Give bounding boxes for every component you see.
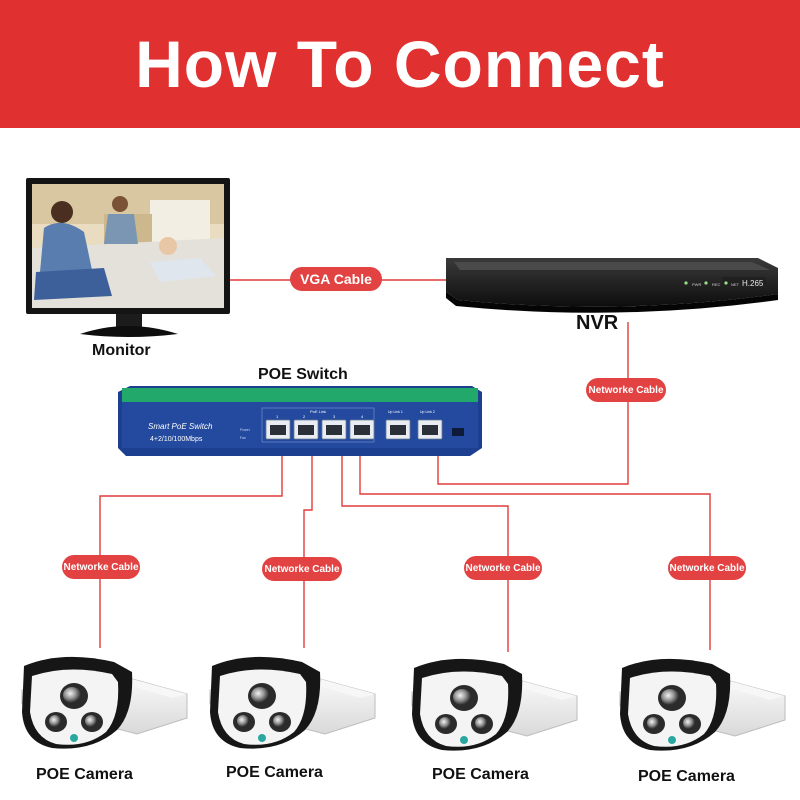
switch-port-number: 3 [333, 414, 336, 419]
camera-4-cable-label: Networke Cable [668, 556, 746, 580]
title-banner: How To Connect [0, 0, 800, 128]
page-title: How To Connect [135, 27, 665, 101]
switch-label: POE Switch [258, 366, 348, 383]
camera-2-label: POE Camera [226, 764, 323, 781]
camera-wire-2 [303, 448, 313, 648]
nvr-led-label: REC [712, 282, 721, 287]
camera-wire-4 [359, 448, 711, 650]
camera-4-icon [619, 658, 786, 752]
switch-status-power: Power [240, 428, 251, 432]
camera-3-label: POE Camera [432, 766, 529, 783]
nvr-led-label: PWR [692, 282, 701, 287]
camera-1-icon [21, 656, 188, 750]
camera-2-cable-label: Networke Cable [262, 557, 342, 581]
vga-cable-label: VGA Cable [290, 267, 382, 291]
nvr-switch-cable-label: Networke Cable [586, 378, 666, 402]
camera-3-cable-label: Networke Cable [464, 556, 542, 580]
switch-port-number: 2 [303, 414, 306, 419]
nvr-switch-wire [437, 322, 629, 485]
switch-port-number: 4 [361, 414, 364, 419]
switch-icon: Smart PoE Switch 4+2/10/100Mbps Power Fa… [118, 386, 482, 456]
switch-poe-link-label: PoE Link [310, 409, 326, 414]
camera-wire-3 [341, 448, 509, 652]
nvr-codec-badge: H.265 [742, 279, 764, 288]
switch-uplink-label: Up Link 1 [388, 410, 403, 414]
nvr-led-pwr [684, 281, 688, 285]
nvr-led-label: NET [731, 282, 740, 287]
nvr-icon: PWR REC NET H.265 [446, 258, 778, 313]
camera-wire-1 [99, 448, 283, 648]
camera-4-label: POE Camera [638, 768, 735, 785]
camera-1-label: POE Camera [36, 766, 133, 783]
camera-3-icon [411, 658, 578, 752]
cable-wires [99, 279, 711, 652]
monitor-icon [26, 178, 230, 337]
switch-brand-line2: 4+2/10/100Mbps [150, 436, 203, 443]
switch-status-fan: Fan [240, 436, 246, 440]
monitor-label: Monitor [92, 342, 151, 359]
camera-1-cable-label: Networke Cable [62, 555, 140, 579]
nvr-led-rec [704, 281, 708, 285]
nvr-label: NVR [576, 312, 619, 334]
camera-2-icon [209, 656, 376, 750]
switch-brand-line1: Smart PoE Switch [148, 422, 213, 431]
switch-uplink-label: Up Link 2 [420, 410, 435, 414]
switch-port-number: 1 [276, 414, 279, 419]
nvr-led-net [724, 281, 728, 285]
